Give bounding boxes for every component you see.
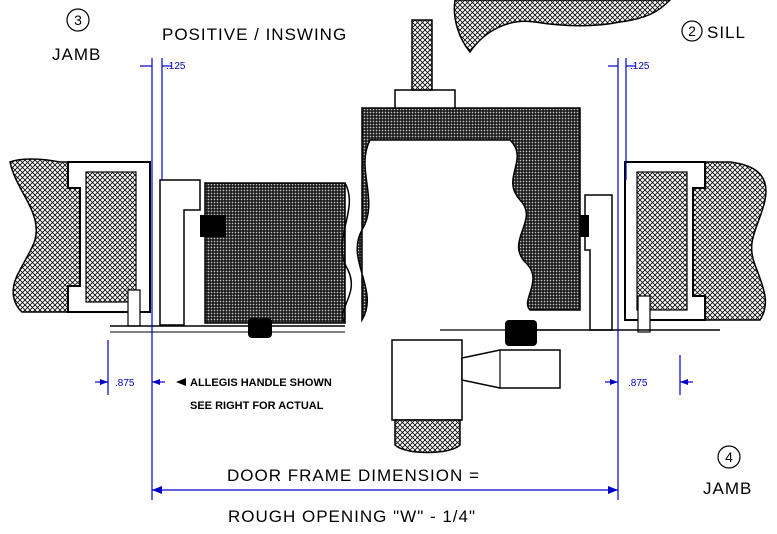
lock-body xyxy=(391,339,463,421)
left-door-stop xyxy=(159,179,201,326)
right-door-stop xyxy=(584,194,613,331)
lever-handle xyxy=(461,349,561,389)
right-frame-core xyxy=(636,171,688,311)
frame-dimension-label: DOOR FRAME DIMENSION = xyxy=(227,466,480,485)
lock-cylinder xyxy=(394,419,461,454)
jamb-right-number: 4 xyxy=(725,449,733,465)
jamb-right-circle xyxy=(717,445,741,469)
dim-bottom-right: .875 xyxy=(628,378,648,389)
dim-top-left: .125 xyxy=(166,61,186,72)
dimension-lines xyxy=(95,58,693,500)
threaded-rod xyxy=(411,19,433,91)
handle-note-line-1: ALLEGIS HANDLE SHOWN xyxy=(190,377,332,389)
sill-wall-section xyxy=(453,0,672,54)
left-frame-core xyxy=(85,171,137,303)
left-seal xyxy=(248,318,272,338)
handle-note-line-2: SEE RIGHT FOR ACTUAL xyxy=(190,400,324,412)
jamb-left-label: JAMB xyxy=(52,45,101,64)
right-anchor-bolt xyxy=(637,295,651,333)
dim-top-right: .125 xyxy=(630,61,650,72)
center-door-slab xyxy=(356,107,581,323)
note-leader-arrow xyxy=(176,378,186,386)
sill-number: 2 xyxy=(688,23,696,39)
jamb-left-number: 3 xyxy=(74,12,82,28)
dim-bottom-left: .875 xyxy=(115,378,135,389)
left-door-edge-curve xyxy=(341,182,353,324)
sill-label: SILL xyxy=(707,23,746,42)
jamb-right-label: JAMB xyxy=(703,479,752,498)
rough-opening-label: ROUGH OPENING "W" - 1/4" xyxy=(228,507,476,526)
left-weatherstrip xyxy=(200,215,226,237)
left-anchor-bolt xyxy=(127,289,141,327)
left-door-slab xyxy=(204,182,346,324)
center-door-top-cap xyxy=(394,89,456,109)
sill-circle xyxy=(681,20,703,42)
dimension-arrows xyxy=(100,379,688,494)
center-seal xyxy=(505,320,537,346)
drawing-title: POSITIVE / INSWING xyxy=(162,25,347,44)
jamb-left-circle xyxy=(66,8,90,32)
